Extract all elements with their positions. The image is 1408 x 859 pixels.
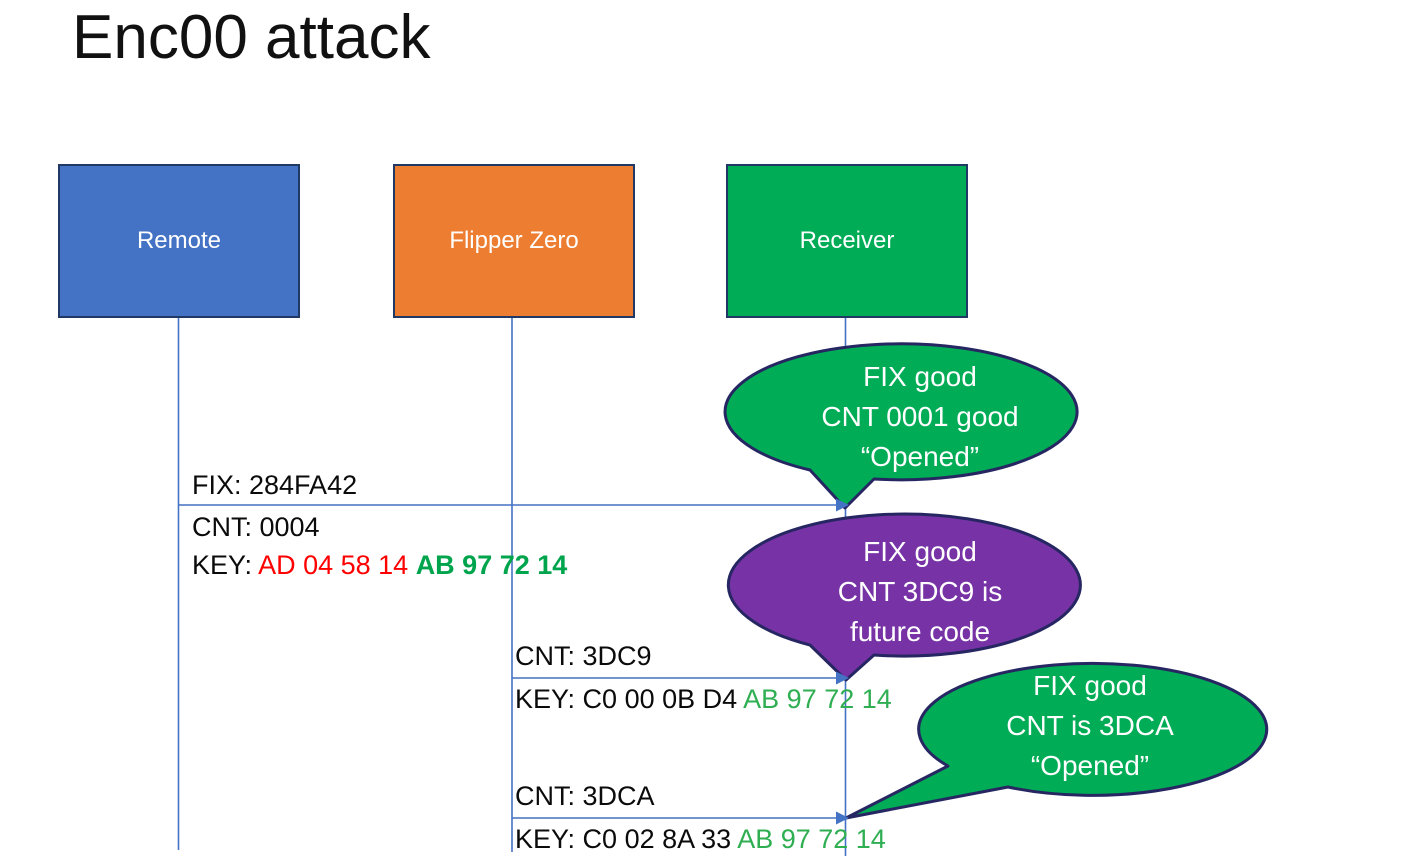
message-1-cnt: CNT: 0004 bbox=[192, 512, 320, 542]
actor-label-receiver: Receiver bbox=[799, 227, 895, 254]
arrow-2-head bbox=[836, 671, 849, 685]
message-3-key-black-part: C0 02 8A 33 bbox=[582, 824, 738, 854]
page-title: Enc00 attack bbox=[72, 3, 431, 72]
callout-1-line-3: “Opened” bbox=[860, 441, 980, 472]
actor-label-flipper-zero: Flipper Zero bbox=[449, 227, 579, 254]
message-1-key-green-part: AB 97 72 14 bbox=[415, 550, 568, 580]
callout-1-line-1: FIX good bbox=[863, 361, 977, 392]
callout-1-text: FIX good CNT 0001 good “Opened” bbox=[744, 357, 1096, 477]
callout-2-line-2: CNT 3DC9 is bbox=[837, 576, 1003, 607]
message-3-cnt: CNT: 3DCA bbox=[515, 781, 655, 811]
callout-3-line-2: CNT is 3DCA bbox=[1006, 710, 1174, 741]
actor-box-remote: Remote bbox=[58, 164, 300, 318]
callout-bubble-1 bbox=[723, 342, 1079, 510]
callout-2-text: FIX good CNT 3DC9 is future code bbox=[744, 532, 1096, 652]
message-3-key: KEY: C0 02 8A 33 AB 97 72 14 bbox=[515, 824, 886, 854]
message-1-key-prefix: KEY: bbox=[192, 550, 259, 580]
callout-bubble-2 bbox=[726, 512, 1082, 682]
callout-3-text: FIX good CNT is 3DCA “Opened” bbox=[914, 666, 1266, 786]
callout-2-line-1: FIX good bbox=[863, 536, 977, 567]
actor-box-flipper-zero: Flipper Zero bbox=[393, 164, 635, 318]
message-2-key-green-part: AB 97 72 14 bbox=[743, 684, 892, 714]
callout-3-line-1: FIX good bbox=[1033, 670, 1147, 701]
message-2-key-black-part: C0 00 0B D4 bbox=[582, 684, 744, 714]
message-3-key-green-part: AB 97 72 14 bbox=[737, 824, 886, 854]
actor-box-receiver: Receiver bbox=[726, 164, 968, 318]
arrow-3-head bbox=[836, 811, 849, 825]
actor-label-remote: Remote bbox=[136, 227, 222, 254]
arrow-1-head bbox=[836, 498, 849, 512]
callout-bubble-3 bbox=[844, 661, 1269, 820]
callout-3-line-3: “Opened” bbox=[1030, 750, 1150, 781]
message-3-key-prefix: KEY: bbox=[515, 824, 583, 854]
message-2-key: KEY: C0 00 0B D4 AB 97 72 14 bbox=[515, 684, 892, 714]
callout-2-line-3: future code bbox=[849, 616, 991, 647]
message-1-key: KEY: AD 04 58 14 AB 97 72 14 bbox=[192, 550, 567, 580]
callout-1-line-2: CNT 0001 good bbox=[821, 401, 1019, 432]
message-1-key-red-part: AD 04 58 14 bbox=[258, 550, 416, 580]
message-2-key-prefix: KEY: bbox=[515, 684, 583, 714]
message-2-cnt: CNT: 3DC9 bbox=[515, 641, 652, 671]
message-1-fix: FIX: 284FA42 bbox=[192, 470, 358, 500]
